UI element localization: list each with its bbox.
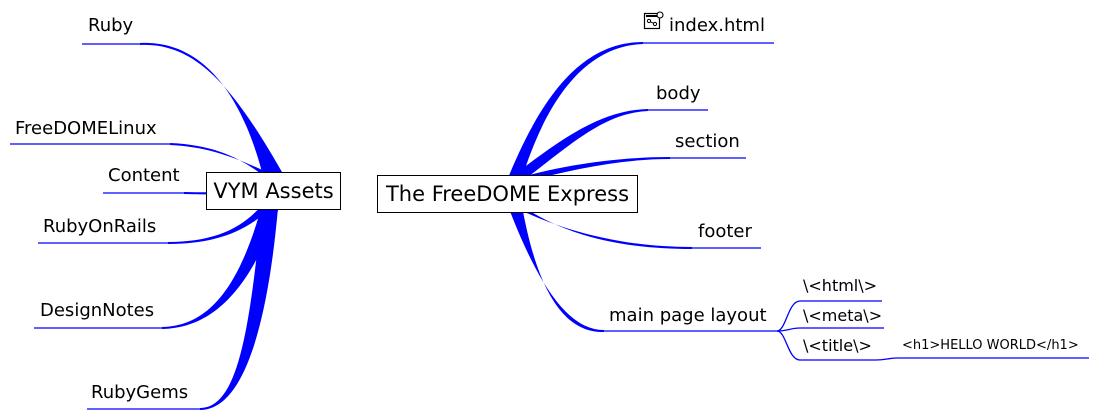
- node-html-tag[interactable]: \<html\>: [803, 276, 878, 295]
- node-freedomelinux[interactable]: FreeDOMELinux: [15, 118, 157, 139]
- node-rubyonrails[interactable]: RubyOnRails: [43, 216, 157, 237]
- node-h1-hello-world[interactable]: <h1>HELLO WORLD</h1>: [902, 338, 1079, 353]
- freedome-underlines: [604, 42, 1089, 361]
- node-rubygems[interactable]: RubyGems: [91, 382, 189, 403]
- branch-rubygems: [200, 208, 278, 410]
- branch-body: [510, 109, 648, 180]
- root-freedome-express[interactable]: The FreeDOME Express: [377, 175, 638, 213]
- node-section[interactable]: section: [675, 131, 740, 152]
- node-title-tag[interactable]: \<title\>: [803, 336, 872, 355]
- branch-index-html: [508, 42, 643, 178]
- node-ruby[interactable]: Ruby: [88, 15, 134, 36]
- branch-ruby: [140, 42, 282, 172]
- node-body[interactable]: body: [656, 83, 701, 104]
- vym-assets-underlines: [10, 43, 200, 410]
- vym-assets-branches: [140, 42, 282, 410]
- node-content[interactable]: Content: [108, 165, 180, 186]
- node-footer[interactable]: footer: [698, 221, 752, 242]
- node-main-page-layout[interactable]: main page layout: [609, 305, 767, 326]
- file-link-icon[interactable]: [643, 11, 664, 31]
- node-index-html[interactable]: index.html: [669, 15, 765, 36]
- node-meta-tag[interactable]: \<meta\>: [803, 306, 883, 325]
- root-vym-assets[interactable]: VYM Assets: [206, 172, 341, 210]
- node-designnotes[interactable]: DesignNotes: [40, 300, 155, 321]
- branch-main-page-layout: [508, 206, 604, 333]
